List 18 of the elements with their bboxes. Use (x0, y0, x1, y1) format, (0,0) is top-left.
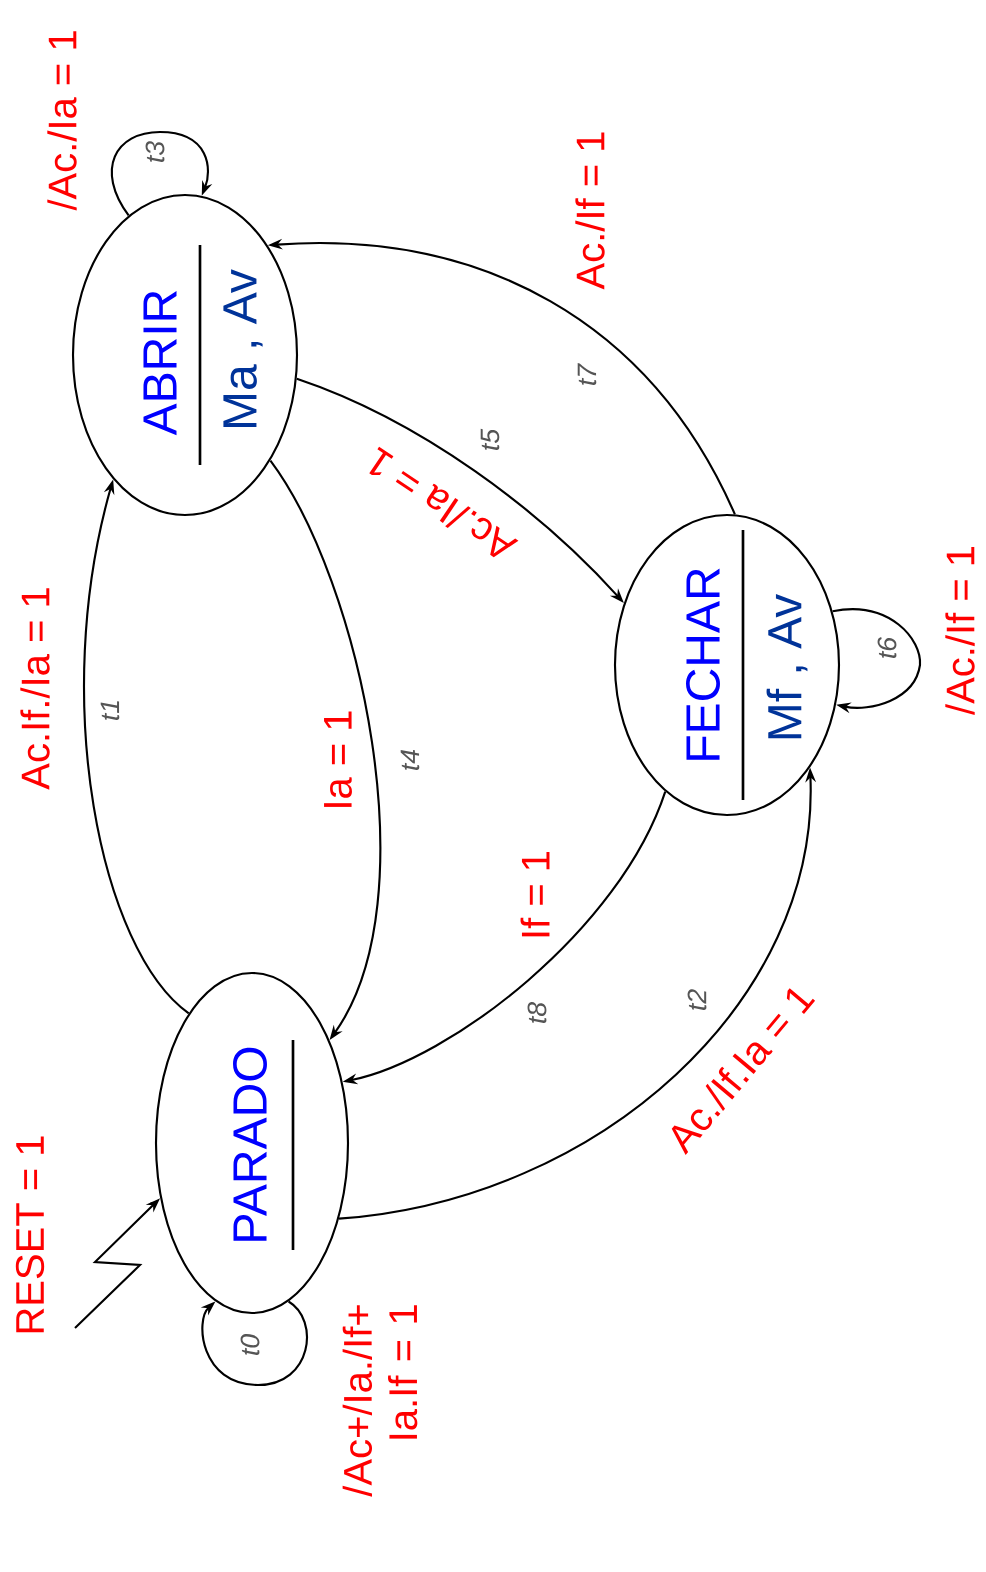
edge-label: If = 1 (520, 851, 550, 937)
transition-name: t5 (480, 428, 500, 450)
transition-arrow (110, 130, 213, 216)
transition-name: t3 (145, 141, 165, 162)
transition-arrow (200, 1300, 308, 1387)
transition-name: t6 (877, 636, 897, 658)
edge-label: Ac./If = 1 (575, 132, 605, 290)
transition-name: t0 (240, 1334, 260, 1355)
edge-label: RESET = 1 (15, 1136, 45, 1333)
transition-name: t8 (527, 1002, 547, 1023)
transition-name: t1 (100, 701, 120, 720)
edge-label: Ia = 1 (324, 711, 352, 807)
edge-label: /Ac./If = 1 (945, 546, 975, 716)
edge-label: Ac.If./Ia = 1 (20, 588, 50, 790)
transition-name: t2 (687, 989, 707, 1010)
transition-arrow (832, 608, 922, 714)
transition-name: t4 (400, 749, 420, 770)
transition-name: t7 (577, 363, 597, 385)
